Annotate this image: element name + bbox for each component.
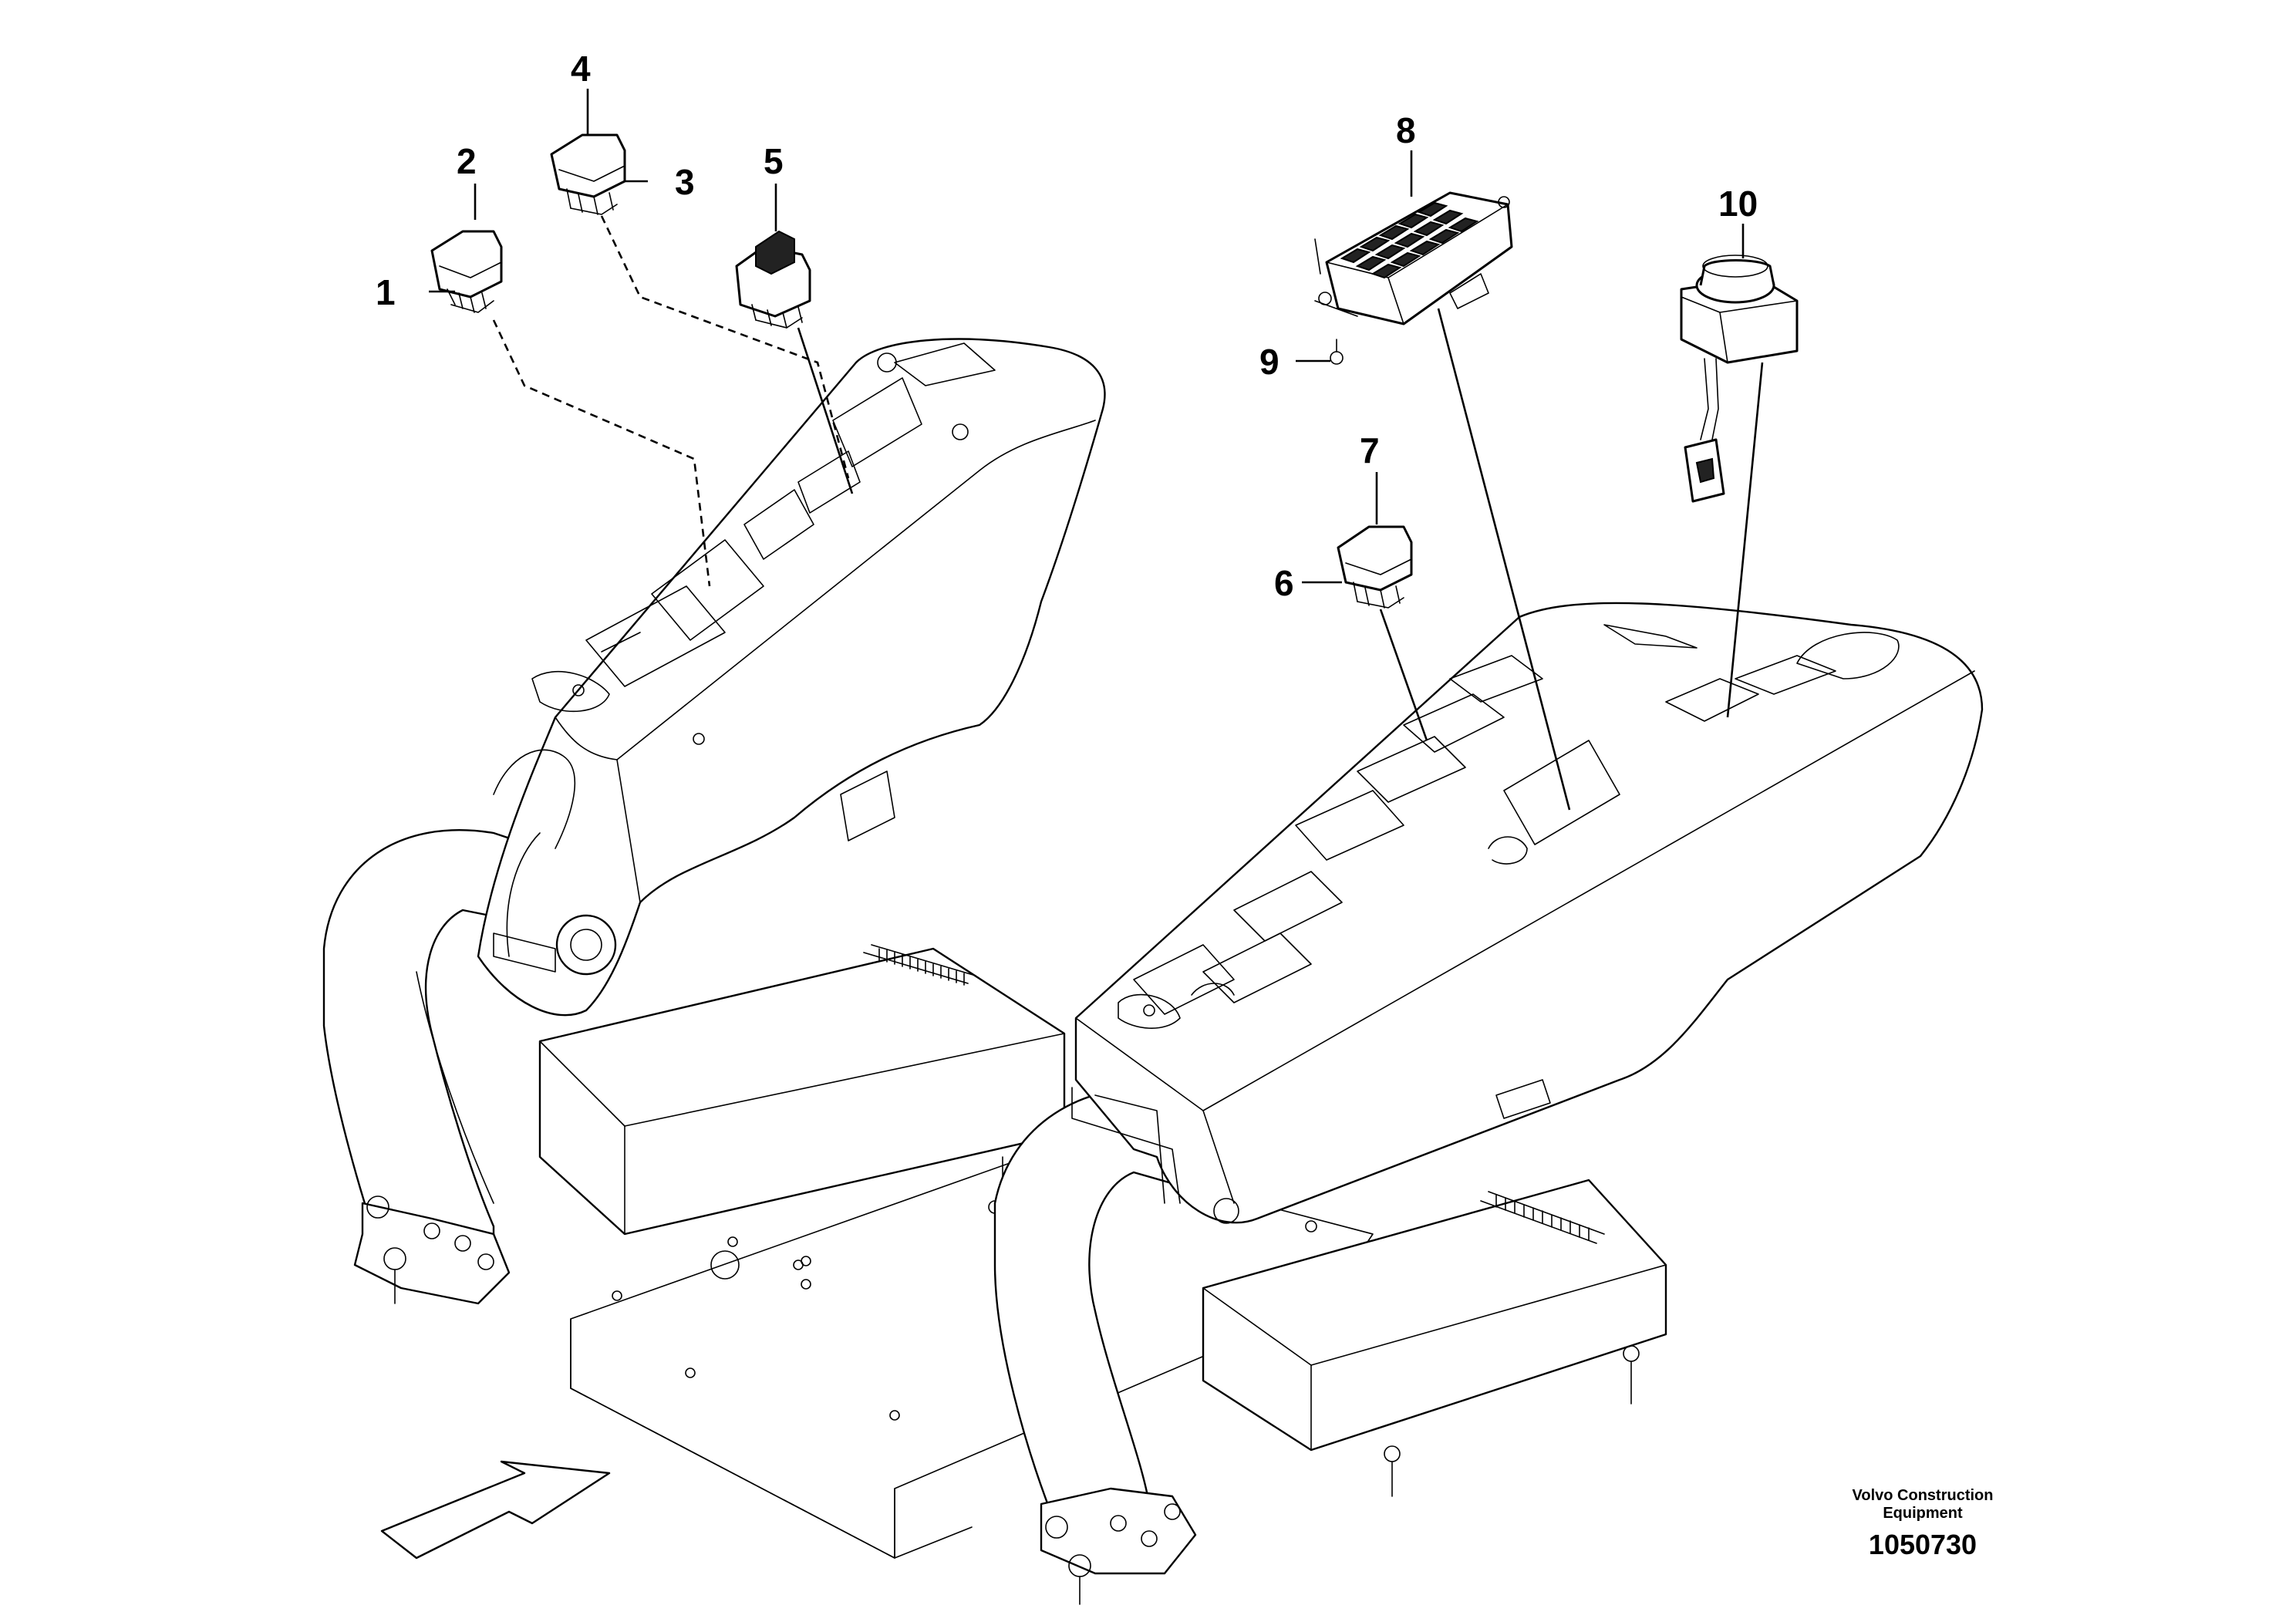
callout-labels: 1 2 3 4 5 6 7 8 9 10 (376, 49, 1758, 603)
callout-4: 4 (571, 49, 591, 89)
drawing-number: 1050730 (1869, 1529, 1977, 1560)
right-console (993, 602, 1984, 1605)
footer-block: Volvo Construction Equipment 1050730 (1853, 1487, 1994, 1560)
switch-1 (430, 230, 503, 313)
callout-2: 2 (457, 141, 477, 181)
switch-4 (550, 133, 626, 215)
left-grille (863, 944, 976, 986)
switch-5 (735, 230, 811, 329)
callout-5: 5 (764, 141, 784, 181)
keypad-8 (1314, 191, 1513, 325)
callout-10: 10 (1718, 184, 1758, 224)
callout-1: 1 (376, 272, 396, 312)
brand-line-2: Equipment (1883, 1505, 1963, 1522)
switch-7 (1337, 525, 1413, 609)
leader-lines (429, 89, 1764, 811)
left-console (322, 338, 1106, 1305)
callout-7: 7 (1360, 430, 1380, 470)
callout-3: 3 (675, 162, 695, 202)
callout-9: 9 (1259, 342, 1279, 382)
callout-6: 6 (1274, 563, 1294, 603)
screw-9 (1330, 339, 1344, 365)
callout-8: 8 (1396, 110, 1416, 150)
right-grille (1480, 1191, 1605, 1244)
direction-arrow (380, 1460, 611, 1560)
brand-line-1: Volvo Construction (1853, 1487, 1994, 1504)
rotary-switch-10 (1680, 255, 1799, 503)
